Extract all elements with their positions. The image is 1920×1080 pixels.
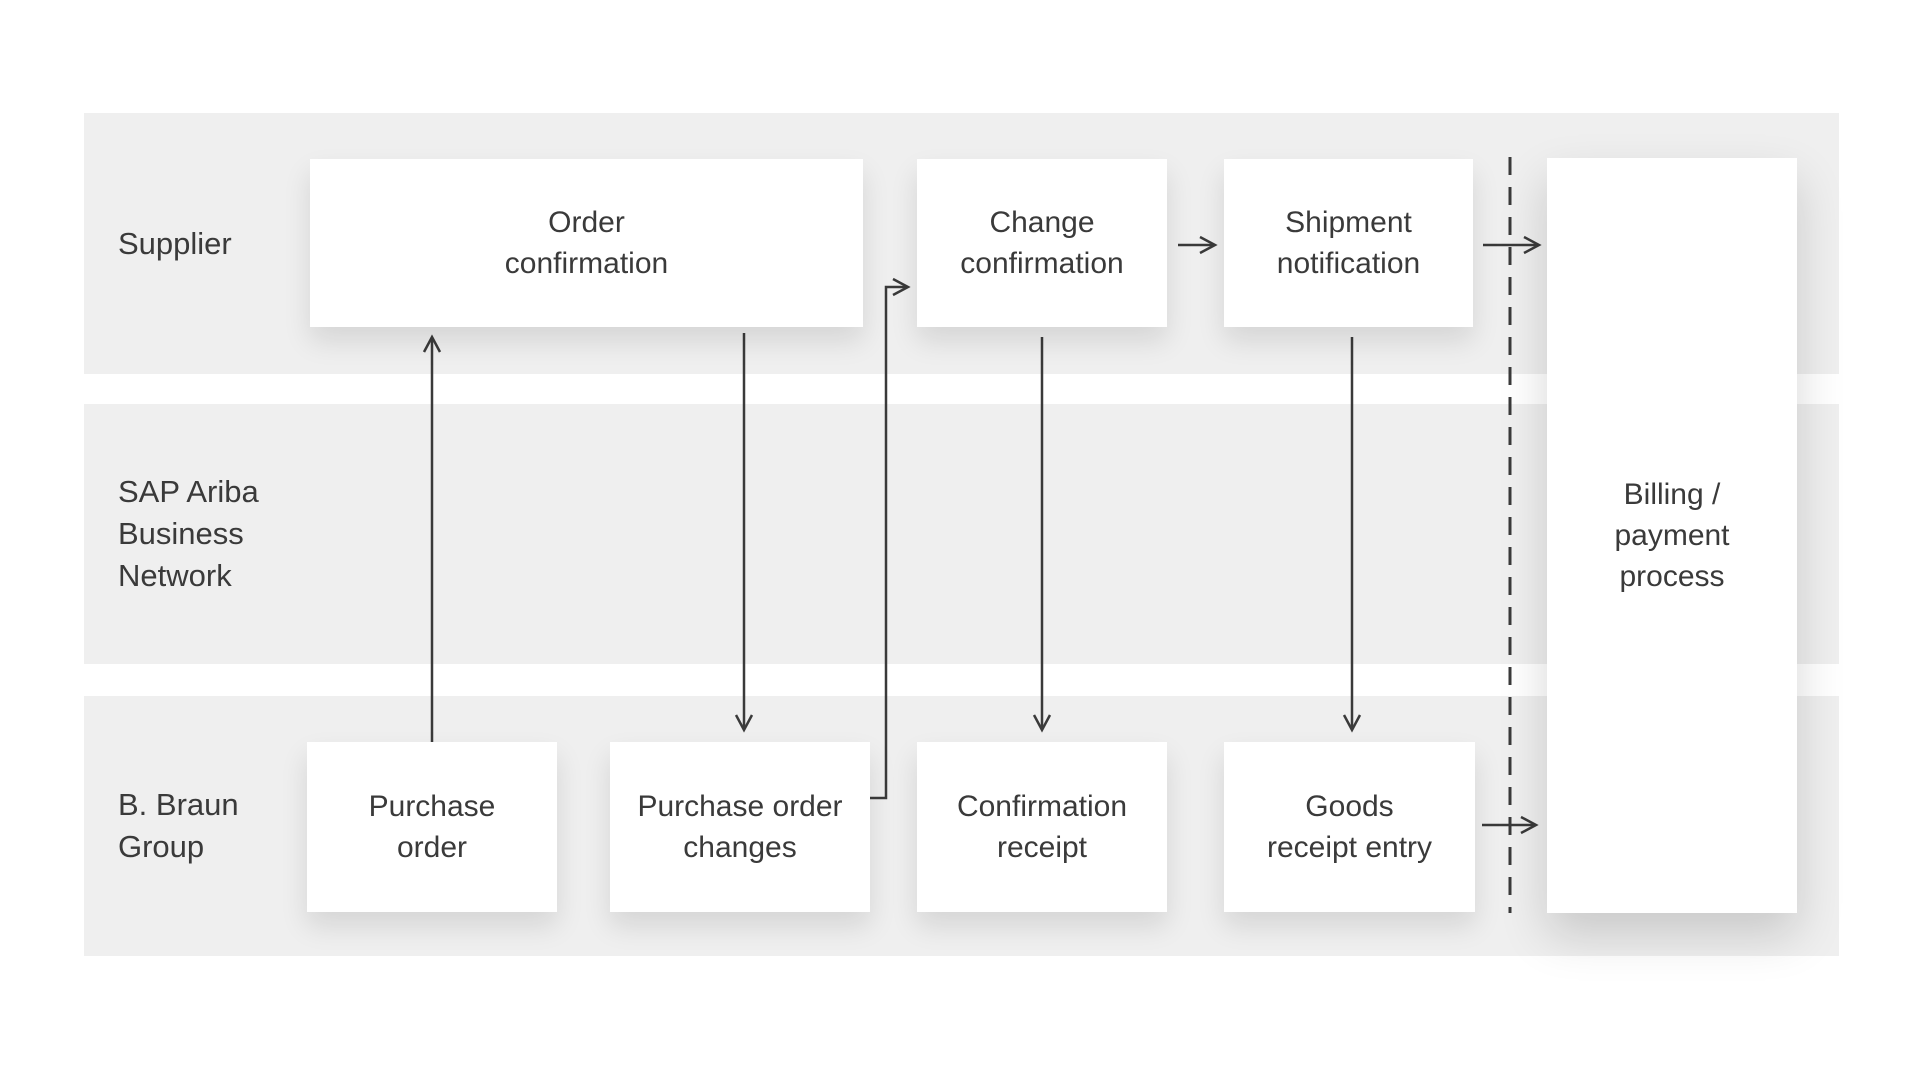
box-label-line: process xyxy=(1619,560,1725,593)
box-change-confirmation: Change confirmation xyxy=(917,159,1167,327)
box-label-line: receipt xyxy=(996,831,1088,864)
lane-label-line: Supplier xyxy=(118,225,232,261)
lane-label-b-braun-group: B. Braun Group xyxy=(118,696,348,956)
box-label-line: Goods xyxy=(1305,790,1394,823)
connector-change-confirmation-to-confirmation-receipt xyxy=(1032,337,1052,733)
connector-change-confirmation-to-shipment-notification xyxy=(1178,235,1218,255)
box-label-line: Order xyxy=(548,206,625,239)
box-purchase-order: Purchase order xyxy=(307,742,557,912)
lane-label-line: Group xyxy=(118,829,205,864)
box-shipment-notification: Shipment notification xyxy=(1224,159,1473,327)
box-label-line: changes xyxy=(683,831,797,864)
box-goods-receipt-entry: Goods receipt entry xyxy=(1224,742,1475,912)
box-purchase-order-changes: Purchase order changes xyxy=(610,742,870,912)
box-label-line: confirmation xyxy=(504,247,669,280)
box-confirmation-receipt: Confirmation receipt xyxy=(917,742,1167,912)
box-label-line: Shipment xyxy=(1285,206,1412,239)
box-label-line: order xyxy=(396,831,468,864)
box-label-line: receipt entry xyxy=(1266,831,1433,864)
connector-shipment-notification-to-goods-receipt-entry xyxy=(1342,337,1362,733)
connector-shipment-notification-to-billing xyxy=(1483,235,1542,255)
lane-label-line: Business xyxy=(118,516,244,551)
box-label-line: Change xyxy=(989,206,1095,239)
box-order-confirmation: Order confirmation xyxy=(310,159,863,327)
lane-label-line: Network xyxy=(118,558,232,593)
box-label-line: Confirmation xyxy=(956,790,1128,823)
lane-sap-ariba-business-network xyxy=(84,404,1839,664)
box-label-line: notification xyxy=(1276,247,1421,280)
box-label-line: Purchase order xyxy=(637,790,843,823)
box-label-line: payment xyxy=(1614,519,1730,552)
lane-label-line: B. Braun xyxy=(118,787,239,822)
box-billing-payment-process: Billing / payment process xyxy=(1547,158,1797,913)
lane-label-supplier: Supplier xyxy=(118,113,348,374)
box-label-line: Purchase xyxy=(368,790,496,823)
lane-label-sap-ariba-business-network: SAP Ariba Business Network xyxy=(118,404,348,664)
connector-order-confirmation-to-purchase-order-changes xyxy=(734,333,754,733)
connector-purchase-order-changes-to-change-confirmation xyxy=(870,277,911,800)
connector-goods-receipt-entry-to-billing xyxy=(1482,815,1539,835)
lane-label-line: SAP Ariba xyxy=(118,474,259,509)
box-label-line: confirmation xyxy=(960,247,1124,280)
connector-purchase-order-to-order-confirmation xyxy=(422,334,442,742)
box-label-line: Billing / xyxy=(1623,478,1721,511)
